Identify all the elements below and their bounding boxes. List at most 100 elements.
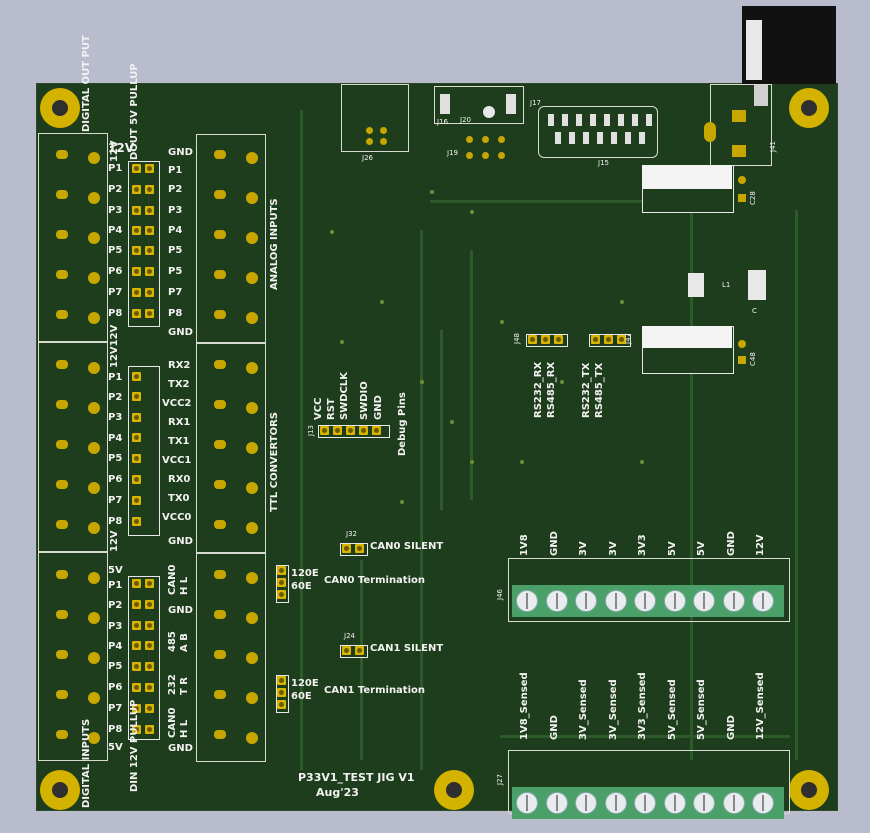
- ref-j16: J16: [437, 118, 448, 126]
- terminal-screw[interactable]: [634, 792, 656, 814]
- trace: [430, 200, 690, 203]
- bus-label: GND: [168, 605, 193, 616]
- pin-label: P8: [108, 308, 123, 319]
- terminal-screw[interactable]: [604, 792, 627, 814]
- terminal-screw[interactable]: [516, 590, 538, 612]
- connector-pad: [88, 442, 100, 454]
- pad: [466, 136, 473, 143]
- connector-pad: [88, 572, 100, 584]
- pin-label: P2: [108, 392, 123, 403]
- terminal-screw[interactable]: [634, 590, 656, 612]
- via: [450, 420, 454, 424]
- pin: [591, 335, 600, 344]
- terminal-screw[interactable]: [663, 590, 686, 612]
- io-connector: [38, 341, 108, 553]
- ref-j26: J26: [362, 154, 373, 162]
- via: [470, 210, 474, 214]
- terminal-label: 3V_Sensed: [607, 679, 619, 740]
- terminal-screw[interactable]: [516, 792, 538, 814]
- connector-pad: [88, 192, 100, 204]
- connector-pad: [246, 442, 258, 454]
- terminal-screw[interactable]: [545, 792, 568, 814]
- ref-l1: L1: [722, 281, 731, 289]
- pin: [355, 646, 364, 655]
- via: [400, 500, 404, 504]
- via: [340, 340, 344, 344]
- pin: [145, 600, 154, 609]
- bus-label: GND: [168, 743, 193, 754]
- pin: [132, 246, 141, 255]
- pin: [132, 621, 141, 630]
- pin: [145, 641, 154, 650]
- pin: [132, 704, 141, 713]
- pin: [132, 433, 141, 442]
- connector-pad: [246, 232, 258, 244]
- terminal-label: 3V: [607, 541, 619, 556]
- connector-pad: [88, 652, 100, 664]
- terminal-screw[interactable]: [722, 792, 745, 814]
- connector-pad: [56, 190, 68, 199]
- ref-c28: C28: [749, 191, 757, 205]
- pin: [132, 641, 141, 650]
- ttl-label: TX1: [168, 436, 190, 447]
- terminal-screw[interactable]: [575, 792, 597, 814]
- connector-pad: [56, 570, 68, 579]
- pin: [342, 544, 351, 553]
- pin: [132, 475, 141, 484]
- terminal-label: 3V_Sensed: [578, 679, 589, 740]
- label-analog-inputs: ANALOG INPUTS: [269, 198, 280, 290]
- pin: [145, 704, 154, 713]
- connector-pad: [88, 482, 100, 494]
- pin-label: P5: [108, 245, 123, 256]
- pin-label: 12V: [108, 141, 134, 155]
- label-digital-out: DIGITAL OUT PUT: [81, 35, 92, 132]
- terminal-screw[interactable]: [752, 590, 774, 612]
- terminal-label: GND: [548, 715, 560, 740]
- pad: [380, 127, 387, 134]
- label-digital-inputs: DIGITAL INPUTS: [81, 718, 92, 808]
- terminal-label: 1V8: [519, 534, 530, 556]
- ref-j46: J46: [496, 589, 504, 600]
- pin-label: P7: [108, 287, 123, 298]
- connector-pad: [246, 612, 258, 624]
- terminal-label: GND: [548, 531, 560, 556]
- terminal-screw[interactable]: [575, 590, 597, 612]
- terminal-screw[interactable]: [604, 590, 627, 612]
- ref-j24: J24: [344, 632, 355, 640]
- pad: [548, 114, 554, 126]
- connector-pad: [214, 650, 226, 659]
- via: [520, 460, 524, 464]
- connector-pad: [88, 732, 100, 744]
- pin: [132, 392, 141, 401]
- terminal-label: 5V_Sensed: [696, 679, 707, 740]
- terminal-screw[interactable]: [545, 590, 568, 612]
- pin-label: P5: [108, 453, 123, 464]
- ref-j41: J41: [769, 141, 777, 152]
- connector-pad: [88, 522, 100, 534]
- pin: [132, 517, 141, 526]
- pin: [355, 544, 364, 553]
- pad: [738, 176, 746, 184]
- pin: [132, 683, 141, 692]
- pin: [333, 426, 342, 435]
- terminal-screw[interactable]: [663, 792, 686, 814]
- terminal-screw[interactable]: [693, 792, 715, 814]
- via: [620, 300, 624, 304]
- ref-j15: J15: [598, 159, 609, 167]
- terminal-screw[interactable]: [722, 590, 745, 612]
- ttl-label: TX0: [168, 493, 190, 504]
- debug-label: SWDCLK: [339, 372, 350, 420]
- pin: [132, 725, 141, 734]
- terminal-screw[interactable]: [752, 792, 774, 814]
- label-can0-120e: 120E: [291, 568, 319, 579]
- pin: [132, 600, 141, 609]
- terminal-screw[interactable]: [693, 590, 715, 612]
- label-can0-silent: CAN0 SILENT: [370, 541, 444, 552]
- bus-label: CAN0: [167, 707, 178, 738]
- analog-label: P8: [168, 308, 183, 319]
- connector-pad: [214, 520, 226, 529]
- pin: [132, 372, 141, 381]
- pin-label: P7: [108, 703, 123, 714]
- pad: [618, 114, 624, 126]
- connector-pad: [88, 362, 100, 374]
